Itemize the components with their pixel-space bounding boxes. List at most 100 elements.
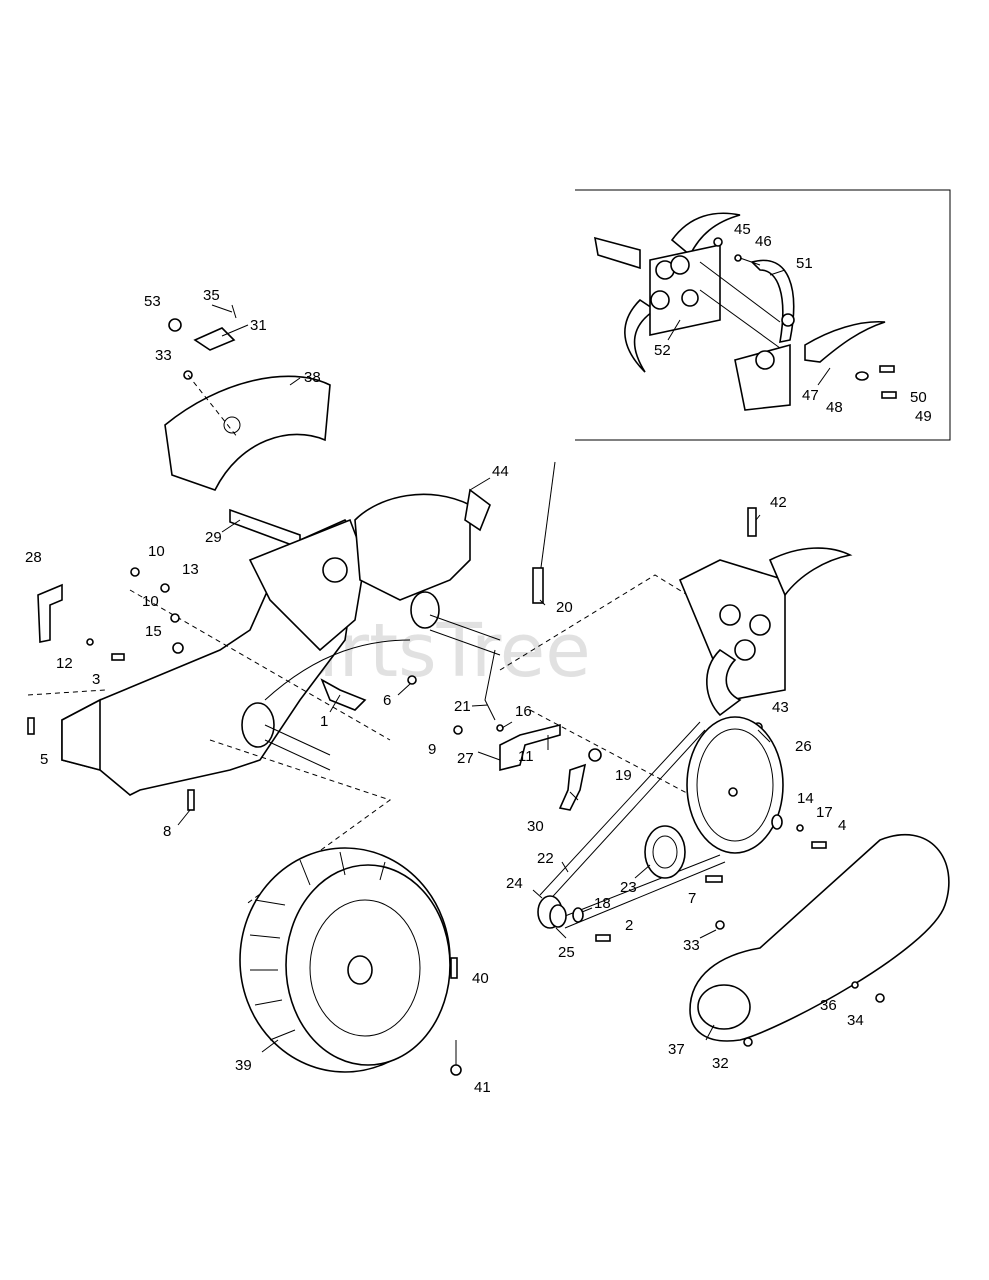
nut-34	[875, 993, 885, 1003]
callout-7: 7	[688, 890, 696, 907]
callout-52: 52	[654, 342, 671, 359]
leader-23	[634, 864, 651, 879]
pulley-23-inner	[652, 835, 678, 869]
axle-hub-left	[241, 702, 275, 748]
callout-45: 45	[734, 221, 751, 238]
callout-20: 20	[556, 599, 573, 616]
nut-10-b	[170, 613, 180, 623]
leader-30	[569, 791, 579, 801]
rod-21	[484, 649, 496, 721]
callout-19: 19	[615, 767, 632, 784]
washer-13	[160, 583, 170, 593]
bolt-2	[595, 934, 611, 942]
pulley-26-hub	[728, 787, 738, 797]
callout-46: 46	[755, 233, 772, 250]
nut-33-cover	[715, 920, 725, 930]
wheel-group	[239, 847, 462, 1076]
callout-33: 33	[155, 347, 172, 364]
leader-46	[739, 257, 761, 266]
tine-bolt-c	[734, 639, 756, 661]
callout-36: 36	[820, 997, 837, 1014]
axle-shaft-left	[264, 724, 331, 771]
tine-bolt-b	[749, 614, 771, 636]
inset-tine-top	[670, 212, 741, 257]
inset-shaft-top	[699, 261, 781, 323]
leader-1	[329, 694, 341, 713]
callout-48: 48	[826, 399, 843, 416]
bolt-32	[743, 1037, 753, 1047]
callout-17: 17	[816, 804, 833, 821]
leader-16	[501, 721, 513, 729]
leader-20	[539, 599, 546, 606]
inset-bolt-49	[881, 391, 897, 399]
pin-35	[231, 304, 237, 319]
callout-10: 10	[142, 593, 159, 610]
align-line-e	[529, 709, 701, 801]
callout-12: 12	[56, 655, 73, 672]
inset-center-hole	[681, 289, 699, 307]
gearbox-housing	[248, 518, 366, 652]
inset-shaft-bottom	[699, 289, 781, 349]
callout-8: 8	[163, 823, 171, 840]
leader-52	[667, 319, 681, 341]
pulley-26-inner	[696, 728, 774, 842]
pin-42	[747, 507, 757, 537]
callout-32: 32	[712, 1055, 729, 1072]
pin-5	[27, 717, 35, 735]
pulley-belt-group	[537, 716, 827, 942]
inset-lower-bracket	[734, 343, 791, 411]
leader-8	[177, 809, 191, 826]
bolt-4	[811, 841, 827, 849]
bracket-29	[229, 508, 301, 550]
leader-51	[769, 269, 786, 276]
tine-blade-top	[768, 547, 853, 597]
nut-10-a	[130, 567, 140, 577]
bracket-30	[558, 763, 587, 811]
tine-housing-44	[354, 493, 471, 601]
control-linkage	[453, 461, 602, 811]
inset-tine-right-51	[750, 259, 795, 344]
leader-24	[532, 889, 543, 899]
clip-41	[450, 1064, 462, 1076]
callout-25: 25	[558, 944, 575, 961]
inset-outer-tine-47	[804, 320, 886, 363]
callout-28: 28	[25, 549, 42, 566]
nut-6	[407, 675, 417, 685]
callout-47: 47	[802, 387, 819, 404]
inset-tine-hole	[781, 313, 795, 327]
pulley-25	[549, 904, 567, 928]
belt-cover-37	[689, 834, 950, 1042]
callout-11: 11	[518, 748, 534, 765]
tine-assembly-right	[678, 507, 853, 732]
bolt-8	[187, 789, 195, 811]
bolt-7	[705, 875, 723, 883]
tine-detail-inset	[575, 189, 951, 441]
callout-35: 35	[203, 287, 220, 304]
callout-29: 29	[205, 529, 222, 546]
leader-38	[289, 377, 301, 386]
axle-shaft-right	[429, 614, 501, 656]
callout-53: 53	[144, 293, 161, 310]
callout-51: 51	[796, 255, 813, 272]
inset-lower-bolt	[755, 350, 775, 370]
axle-hub-right	[410, 591, 440, 629]
top-cover-group	[164, 304, 331, 550]
callout-3: 3	[92, 671, 100, 688]
tire-treads	[249, 851, 386, 1041]
bolt-3	[111, 653, 125, 661]
leader-6	[397, 683, 411, 696]
tine-blade-bottom	[706, 648, 742, 717]
callout-18: 18	[594, 895, 611, 912]
leader-26	[757, 729, 771, 743]
leader-29	[221, 519, 241, 533]
callout-15: 15	[145, 623, 162, 640]
callout-49: 49	[915, 408, 932, 425]
belt-cover-cap	[697, 984, 751, 1030]
callout-6: 6	[383, 692, 391, 709]
pulley-23	[644, 825, 686, 879]
pulley-26	[686, 716, 784, 854]
callout-labels: 53 35 31 33 38 29 44 28 10 13 10 15 12 3…	[25, 221, 932, 1096]
tine-bolt-a	[719, 604, 741, 626]
leader-18	[581, 907, 593, 913]
shield-dash-line	[187, 374, 239, 439]
